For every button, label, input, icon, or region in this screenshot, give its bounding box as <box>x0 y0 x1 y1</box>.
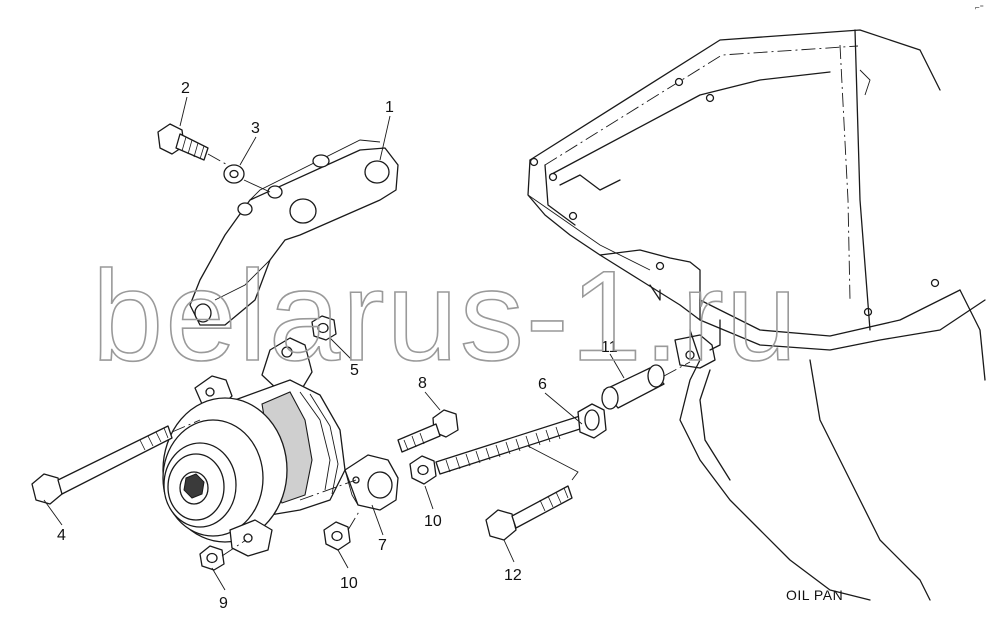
spacer-11 <box>601 361 691 410</box>
stud-6 <box>435 415 584 475</box>
callout-6: 6 <box>538 376 547 393</box>
washer-3 <box>223 164 271 193</box>
callout-12: 12 <box>504 567 522 584</box>
bolt-8 <box>397 409 459 453</box>
callout-5: 5 <box>350 362 359 379</box>
bolt-12 <box>485 485 573 541</box>
callout-1: 1 <box>385 99 394 116</box>
bolt-2 <box>157 123 241 173</box>
bolt-4 <box>31 419 201 505</box>
callout-10-upper: 10 <box>424 513 442 530</box>
corner-mark: ⌐⁼ <box>975 3 984 12</box>
callout-11: 11 <box>601 339 618 356</box>
callout-3: 3 <box>251 120 260 137</box>
nut-9 <box>199 539 247 571</box>
callout-8: 8 <box>418 375 427 392</box>
callout-7: 7 <box>378 537 387 554</box>
oil-pan-caption: OIL PAN <box>786 587 843 603</box>
callout-2: 2 <box>181 80 190 97</box>
callout-9: 9 <box>219 595 228 612</box>
callout-labels: 1 2 3 4 5 6 7 8 9 10 10 11 12 <box>57 80 618 612</box>
group-brace <box>527 445 579 481</box>
nut-5 <box>311 315 337 341</box>
watermark: belarus-1.ru <box>92 245 799 388</box>
nut-10-lower <box>323 509 361 551</box>
alternator <box>162 337 346 557</box>
leader-lines <box>43 96 625 591</box>
bushing <box>577 403 607 439</box>
callout-10-lower: 10 <box>340 575 358 592</box>
adjuster-block-7 <box>299 454 399 511</box>
callout-4: 4 <box>57 527 66 544</box>
nut-10-upper <box>409 455 437 485</box>
alternator-bracket <box>189 139 399 326</box>
oil-pan <box>527 29 986 601</box>
